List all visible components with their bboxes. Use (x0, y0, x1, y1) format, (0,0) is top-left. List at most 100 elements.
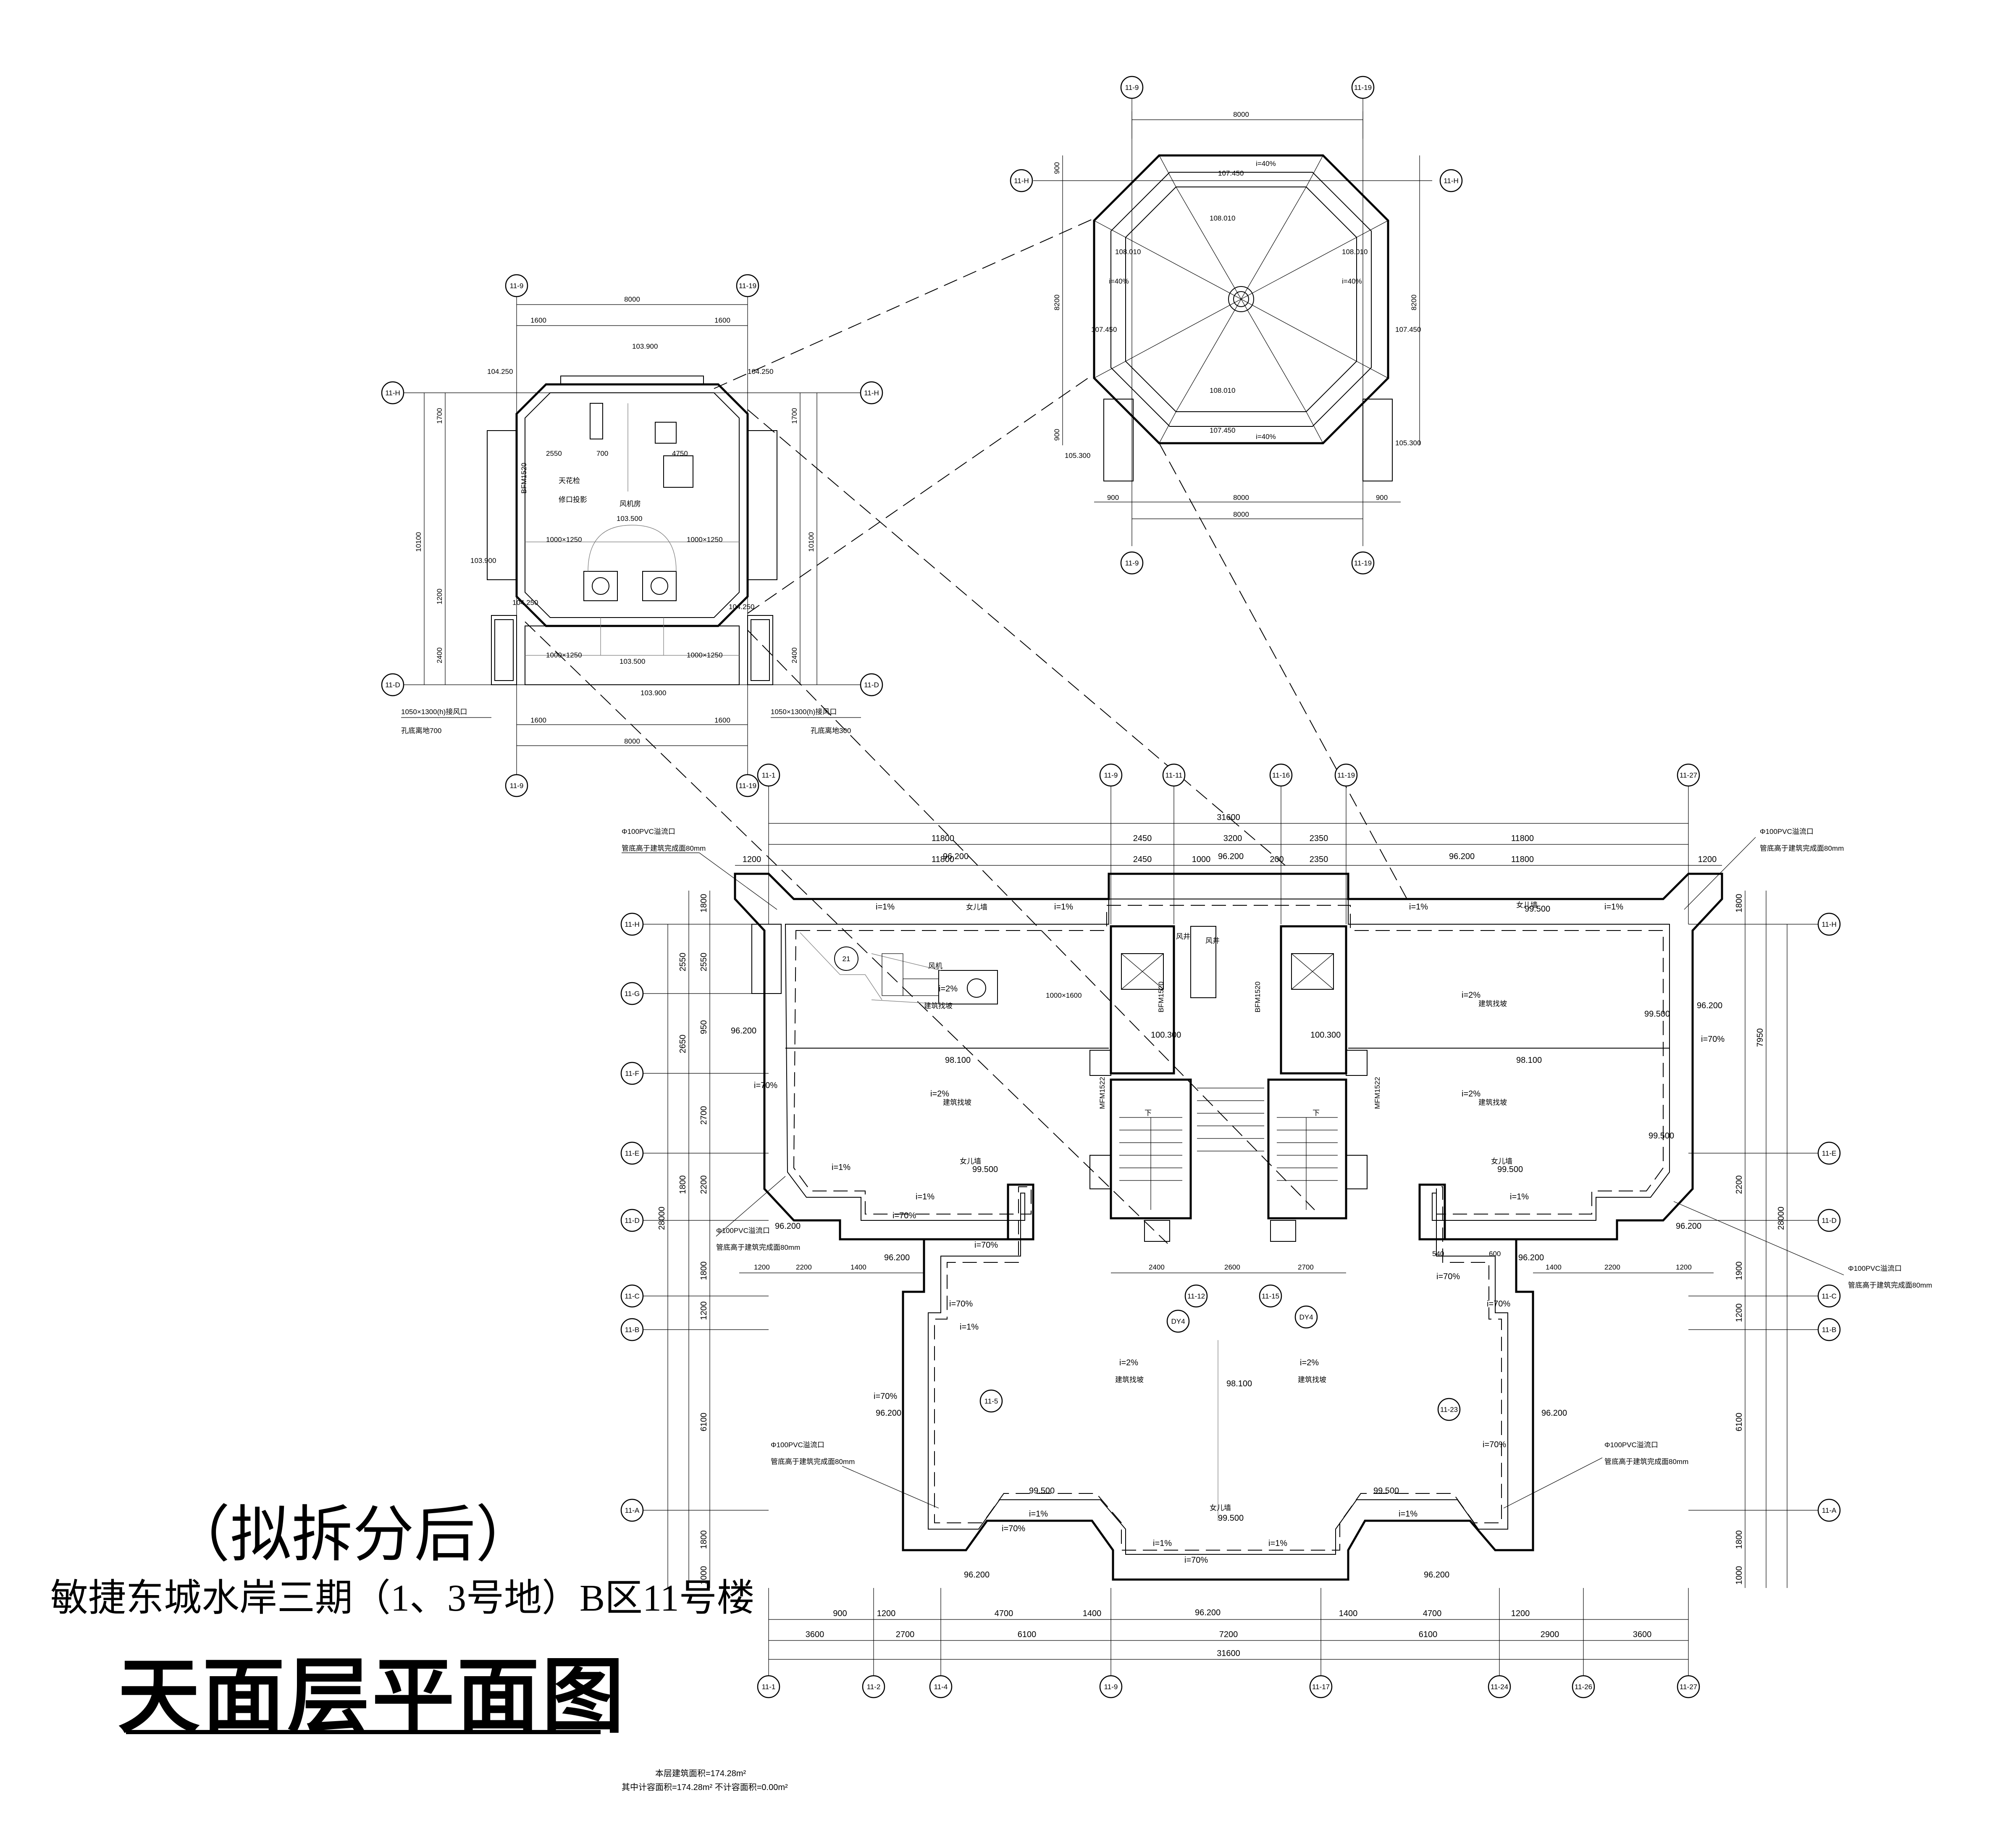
svg-text:96.200: 96.200 (1676, 1222, 1701, 1231)
svg-text:31600: 31600 (1217, 813, 1240, 822)
svg-text:11-19: 11-19 (739, 782, 756, 790)
svg-text:管底高于建筑完成面80mm: 管底高于建筑完成面80mm (771, 1458, 855, 1466)
svg-text:103.500: 103.500 (617, 515, 642, 523)
svg-text:修口投影: 修口投影 (559, 496, 587, 504)
drawing-title: 天面层平面图 (118, 1651, 627, 1743)
svg-text:11-H: 11-H (1444, 177, 1459, 185)
svg-text:孔底离地300: 孔底离地300 (811, 727, 851, 735)
svg-text:8000: 8000 (624, 295, 640, 303)
svg-text:96.200: 96.200 (1541, 1409, 1567, 1418)
svg-text:建筑找坡: 建筑找坡 (1298, 1376, 1326, 1384)
svg-text:i=1%: i=1% (1153, 1539, 1172, 1548)
svg-text:108.010: 108.010 (1210, 214, 1235, 222)
svg-text:107.450: 107.450 (1091, 326, 1117, 334)
svg-text:96.200: 96.200 (1195, 1608, 1221, 1617)
svg-text:11-G: 11-G (625, 990, 640, 998)
svg-text:8200: 8200 (1053, 294, 1061, 310)
svg-text:i=2%: i=2% (939, 984, 958, 994)
svg-text:建筑找坡: 建筑找坡 (943, 1099, 971, 1107)
svg-text:900: 900 (1053, 429, 1061, 441)
svg-text:1400: 1400 (1546, 1263, 1562, 1271)
svg-text:8000: 8000 (1233, 494, 1249, 502)
main-roof-plan: 31600 11800 2450 3200 2350 11800 1200 11… (620, 763, 1932, 1698)
svg-text:11-C: 11-C (625, 1292, 640, 1300)
svg-text:6100: 6100 (1735, 1413, 1744, 1432)
svg-text:104.250: 104.250 (487, 368, 513, 376)
svg-text:11-19: 11-19 (1354, 84, 1372, 92)
svg-text:1600: 1600 (714, 716, 730, 724)
svg-text:11-D: 11-D (1822, 1217, 1837, 1225)
title-underline (126, 1730, 601, 1734)
svg-text:1800: 1800 (699, 1530, 709, 1549)
svg-text:700: 700 (596, 450, 608, 457)
svg-text:2550: 2550 (678, 953, 688, 972)
svg-text:1000×1250: 1000×1250 (546, 536, 582, 544)
svg-text:99.500: 99.500 (1373, 1486, 1399, 1496)
svg-text:下: 下 (1144, 1109, 1152, 1117)
svg-text:i=1%: i=1% (832, 1163, 850, 1172)
svg-text:103.900: 103.900 (640, 689, 666, 697)
svg-text:3600: 3600 (1633, 1630, 1652, 1639)
svg-text:11-B: 11-B (625, 1326, 640, 1334)
svg-text:2400: 2400 (436, 647, 444, 663)
svg-text:孔底离地700: 孔底离地700 (401, 727, 441, 735)
svg-text:11-H: 11-H (1014, 177, 1029, 185)
drawing-note: （拟拆分后） (169, 1501, 537, 1569)
svg-text:10100: 10100 (807, 532, 815, 552)
svg-text:1600: 1600 (714, 316, 730, 324)
svg-text:11-26: 11-26 (1575, 1683, 1592, 1691)
svg-text:i=1%: i=1% (1399, 1509, 1418, 1519)
svg-text:28000: 28000 (1777, 1207, 1786, 1230)
svg-text:1400: 1400 (1339, 1609, 1358, 1618)
svg-text:11-11: 11-11 (1166, 771, 1183, 779)
svg-text:建筑找坡: 建筑找坡 (1115, 1376, 1144, 1384)
svg-text:108.010: 108.010 (1115, 248, 1141, 256)
svg-text:104.250: 104.250 (748, 368, 773, 376)
svg-text:1600: 1600 (530, 316, 546, 324)
project-name: 敏捷东城水岸三期（1、3号地）B区11号楼 (50, 1577, 755, 1619)
svg-text:96.200: 96.200 (1424, 1570, 1449, 1580)
svg-text:31600: 31600 (1217, 1649, 1240, 1658)
svg-text:i=70%: i=70% (1002, 1524, 1025, 1533)
svg-text:21: 21 (843, 955, 850, 963)
svg-text:女儿墙: 女儿墙 (1516, 901, 1538, 909)
svg-text:6100: 6100 (699, 1413, 709, 1432)
svg-text:2200: 2200 (699, 1175, 709, 1194)
svg-text:女儿墙: 女儿墙 (966, 903, 987, 911)
svg-text:1000: 1000 (1735, 1566, 1744, 1585)
svg-text:i=2%: i=2% (1300, 1358, 1319, 1367)
svg-text:3600: 3600 (806, 1630, 824, 1639)
svg-text:11-9: 11-9 (1104, 1683, 1118, 1691)
svg-text:1000×1250: 1000×1250 (687, 651, 723, 659)
svg-text:96.200: 96.200 (775, 1222, 801, 1231)
svg-text:108.010: 108.010 (1342, 248, 1368, 256)
svg-text:4700: 4700 (1423, 1609, 1442, 1618)
svg-text:i=70%: i=70% (1436, 1272, 1460, 1281)
counted-area-note: 其中计容面积=174.28m² 不计容面积=0.00m² (622, 1783, 788, 1792)
svg-text:1400: 1400 (850, 1263, 866, 1271)
svg-text:6100: 6100 (1018, 1630, 1037, 1639)
svg-text:11-19: 11-19 (739, 282, 756, 290)
svg-text:1000×1250: 1000×1250 (687, 536, 723, 544)
svg-text:107.450: 107.450 (1218, 169, 1244, 177)
svg-text:i=1%: i=1% (1054, 902, 1073, 912)
svg-text:i=70%: i=70% (1487, 1299, 1510, 1309)
svg-text:900: 900 (833, 1609, 847, 1618)
svg-text:1000×1600: 1000×1600 (1046, 991, 1082, 999)
svg-text:96.200: 96.200 (964, 1570, 990, 1580)
svg-text:11-D: 11-D (385, 681, 400, 689)
svg-text:1200: 1200 (743, 855, 761, 864)
svg-text:11-9: 11-9 (1125, 559, 1139, 567)
svg-text:11-9: 11-9 (510, 782, 524, 790)
svg-text:1200: 1200 (436, 589, 444, 605)
svg-text:7200: 7200 (1219, 1630, 1238, 1639)
svg-text:2700: 2700 (699, 1106, 709, 1125)
svg-text:Φ100PVC溢流口: Φ100PVC溢流口 (1848, 1264, 1902, 1272)
svg-text:i=70%: i=70% (892, 1211, 916, 1220)
svg-text:建筑找坡: 建筑找坡 (1478, 1099, 1507, 1107)
svg-text:DY4: DY4 (1299, 1313, 1313, 1321)
svg-text:11-23: 11-23 (1440, 1406, 1458, 1414)
svg-text:i=1%: i=1% (960, 1322, 979, 1332)
svg-text:Φ100PVC溢流口: Φ100PVC溢流口 (1604, 1441, 1658, 1449)
svg-text:11-12: 11-12 (1187, 1292, 1205, 1300)
